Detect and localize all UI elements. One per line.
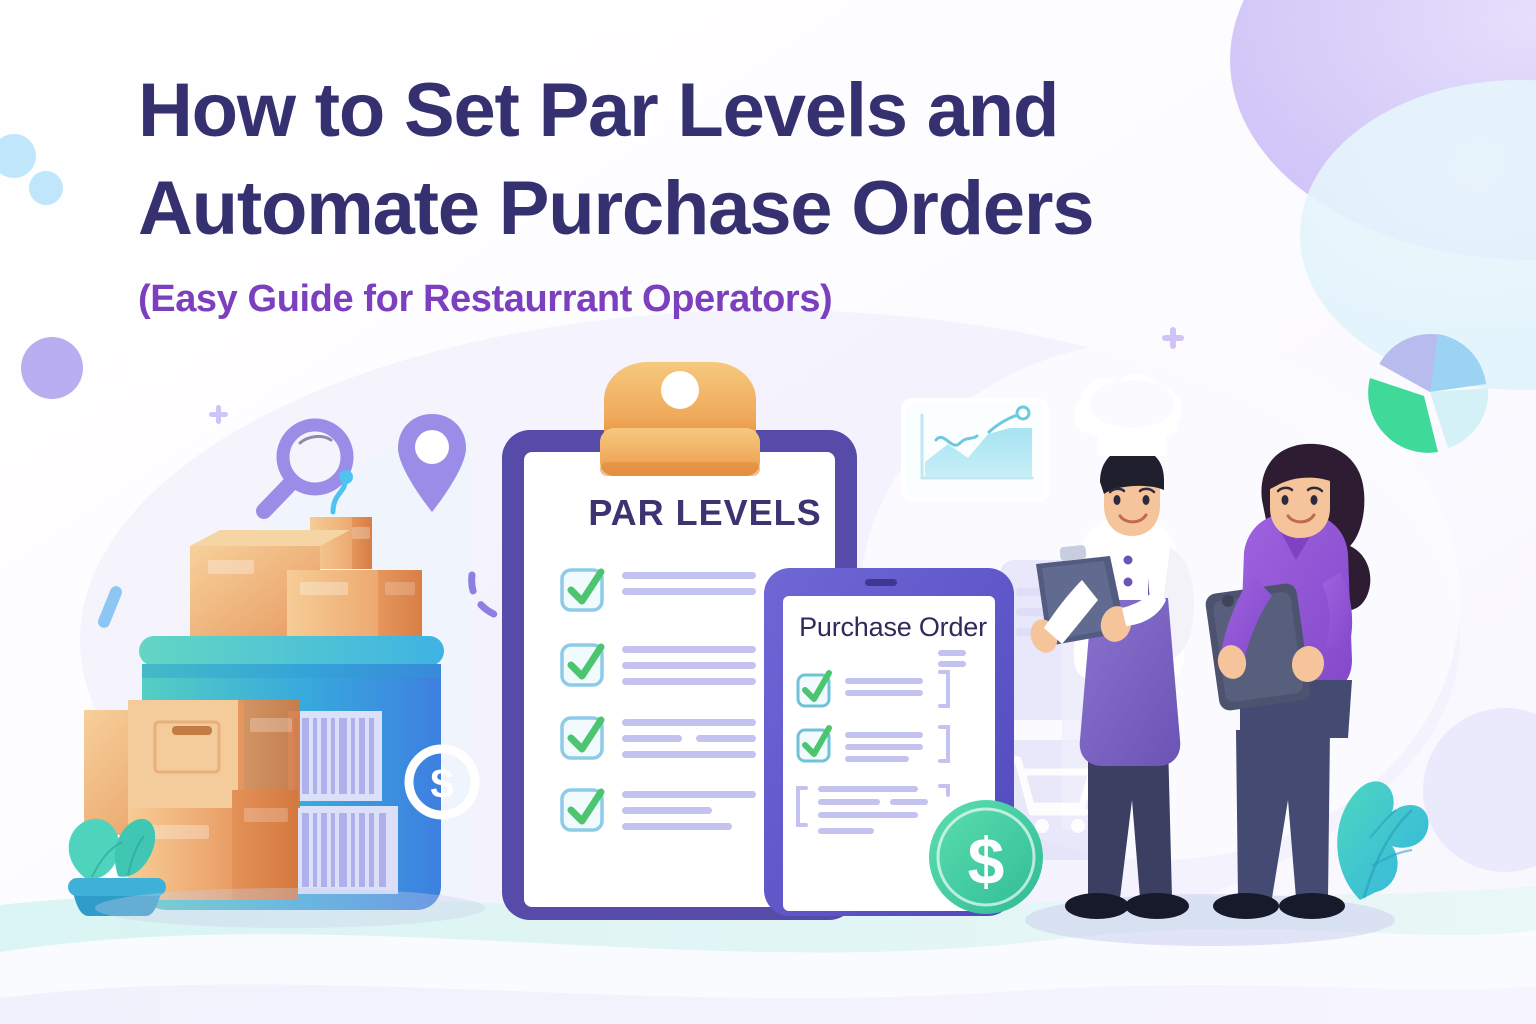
shadow-stack <box>95 888 485 928</box>
pie-chart-decoration <box>1368 334 1489 453</box>
checklist-row <box>560 643 756 687</box>
leaf-plant-right <box>1337 781 1429 900</box>
bg-dot-blue-2 <box>29 171 63 205</box>
plus-sign-icon <box>1162 327 1184 349</box>
page-title-line-2: Automate Purchase Orders <box>138 166 1095 251</box>
tablet-title: Purchase Order <box>799 612 987 642</box>
checklist-row <box>796 784 950 834</box>
plus-sign-icon-2 <box>209 405 228 424</box>
barcode-label-2 <box>288 806 398 894</box>
potted-plant <box>68 818 166 916</box>
bg-dash-blue <box>98 586 122 628</box>
analytics-card <box>901 398 1049 502</box>
box-front-right <box>232 790 298 900</box>
dollar-coin-small: $ <box>404 744 480 820</box>
svg-text:$: $ <box>968 824 1005 898</box>
page-title-line-1: How to Set Par Levels and <box>138 68 1059 153</box>
crate-lid <box>139 636 444 666</box>
barcode-label-1 <box>288 711 382 801</box>
box-front-mid <box>128 700 244 808</box>
magnifier-icon <box>256 418 354 519</box>
antenna-icon <box>330 479 348 515</box>
clipboard-title: PAR LEVELS <box>588 492 822 533</box>
headline-block: How to Set Par Levels and Automate Purch… <box>138 62 1258 328</box>
checklist-row <box>796 725 950 763</box>
bg-blob-blue <box>1300 80 1536 390</box>
tablet-checklist <box>796 670 950 834</box>
checklist-row <box>560 788 756 832</box>
clipboard-checklist <box>560 568 756 832</box>
checklist-row <box>560 716 756 760</box>
bg-wave-lavender <box>0 984 1536 1024</box>
character-chef <box>1030 373 1194 919</box>
checklist-row <box>560 568 756 612</box>
storage-stack <box>68 470 444 916</box>
dollar-coin-large: $ <box>929 800 1043 914</box>
page-subtitle: (Easy Guide for Restaurrant Operators) <box>138 278 833 320</box>
bg-dot-blue-1 <box>0 134 36 178</box>
character-manager <box>1205 443 1371 919</box>
bg-circle-lavender-right <box>1423 708 1536 872</box>
location-pin-icon <box>398 414 466 512</box>
bg-dot-purple-1 <box>21 337 83 399</box>
checklist-row <box>796 670 950 708</box>
svg-text:$: $ <box>430 760 453 807</box>
